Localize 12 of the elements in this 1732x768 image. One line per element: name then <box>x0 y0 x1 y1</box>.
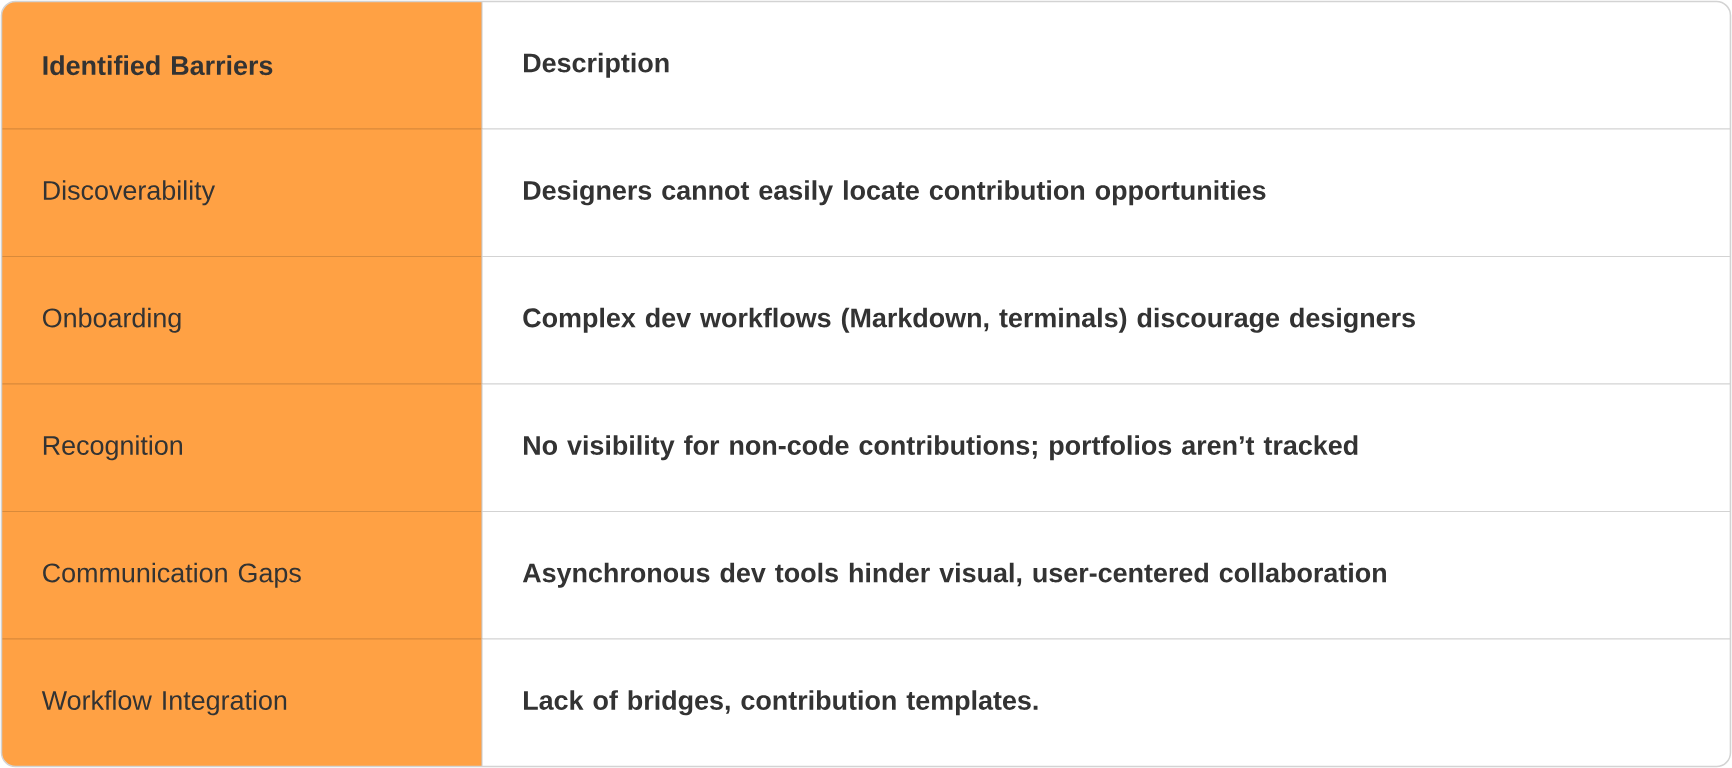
table-cell: Discoverability <box>1 128 483 258</box>
table-cell: Communication Gaps <box>1 510 483 640</box>
table-cell: Asynchronous dev tools hinder visual, user-centered collaboration <box>481 510 1731 640</box>
table-cell: Recognition <box>1 383 483 513</box>
header-cell: Description <box>481 1 1731 130</box>
table-cell: Complex dev workflows (Markdown, terminals) discourage designers <box>481 255 1731 385</box>
table-cell: Lack of bridges, contribution templates. <box>481 638 1731 767</box>
table-cell: Designers cannot easily locate contribution opportunities <box>481 128 1731 258</box>
table-cell: Workflow Integration <box>1 638 483 767</box>
table-cell: Onboarding <box>1 255 483 385</box>
table-cell: No visibility for non-code contributions; portfolios aren’t tracked <box>481 383 1731 513</box>
header-cell: Identified Barriers <box>1 1 483 130</box>
